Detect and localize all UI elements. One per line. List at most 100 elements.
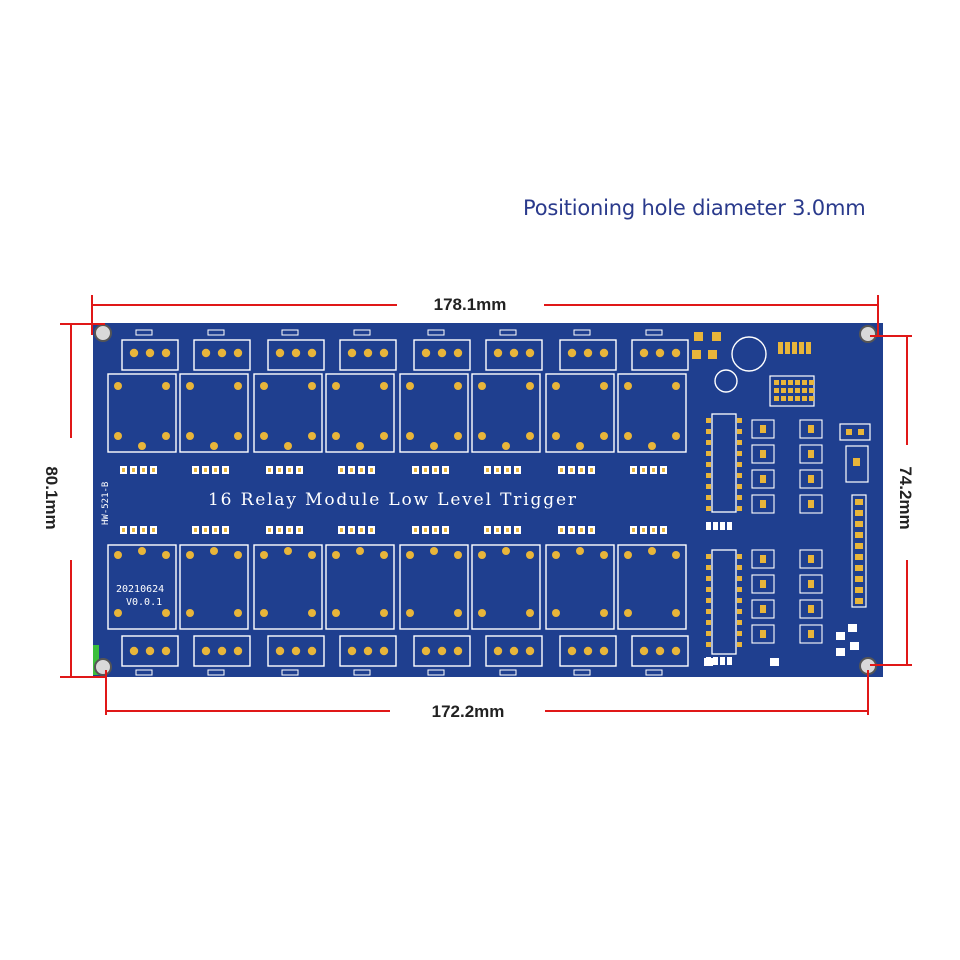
dim-top-label: 178.1mm xyxy=(434,295,507,314)
terminal-outline xyxy=(193,635,251,667)
header-pin xyxy=(809,388,814,393)
header-pin xyxy=(774,396,779,401)
smd-components-upper xyxy=(120,466,157,474)
terminal-pad xyxy=(145,646,155,656)
relay-outline xyxy=(471,544,541,630)
smd-pad xyxy=(434,528,437,532)
smd-pad xyxy=(340,528,343,532)
relay-pad xyxy=(260,609,268,617)
ic-pin xyxy=(737,462,742,467)
smd-pad xyxy=(496,528,499,532)
smd-pad xyxy=(486,468,489,472)
header-pin xyxy=(802,380,807,385)
smd-pad xyxy=(506,468,509,472)
ic-pin xyxy=(706,429,711,434)
relay-outline xyxy=(107,373,177,453)
smd-components-upper xyxy=(192,466,229,474)
relay-pad xyxy=(332,382,340,390)
relay-pad xyxy=(260,551,268,559)
terminal-block-bottom xyxy=(193,635,251,676)
transistor-pad xyxy=(760,605,766,613)
pcb-board xyxy=(93,323,883,677)
relay-pad xyxy=(430,442,438,450)
relay-pad xyxy=(332,609,340,617)
ic-pin xyxy=(737,609,742,614)
smd-pad xyxy=(224,528,227,532)
terminal-pad xyxy=(437,348,447,358)
terminal-pad xyxy=(509,348,519,358)
smd-pad xyxy=(194,528,197,532)
ic-pin xyxy=(706,576,711,581)
smd-pad xyxy=(204,528,207,532)
dim-right-label: 74.2mm xyxy=(896,466,915,529)
relay-pad xyxy=(406,551,414,559)
terminal-label-box xyxy=(573,669,591,676)
terminal-pad xyxy=(161,348,171,358)
smd-components-lower xyxy=(338,526,375,534)
transistor-pad xyxy=(808,605,814,613)
relay-footprint xyxy=(399,373,469,453)
terminal-label-box xyxy=(645,669,663,676)
smd-pad xyxy=(132,528,135,532)
ic-pin xyxy=(737,587,742,592)
smd-components-upper xyxy=(558,466,595,474)
pin-header-pin xyxy=(855,587,863,593)
header-pin xyxy=(795,388,800,393)
smd-pad xyxy=(414,468,417,472)
transistor-outline xyxy=(751,494,775,514)
relay-pad xyxy=(624,382,632,390)
terminal-block-bottom xyxy=(559,635,617,676)
ic-pin xyxy=(706,609,711,614)
caption-hole-diameter: Positioning hole diameter 3.0mm xyxy=(523,196,866,220)
relay-pad xyxy=(186,382,194,390)
ic-pin xyxy=(737,565,742,570)
terminal-label-box xyxy=(499,329,517,336)
smd-pad xyxy=(580,468,583,472)
relay-outline xyxy=(399,373,469,453)
terminal-pad xyxy=(217,646,227,656)
smd-components-lower xyxy=(192,526,229,534)
smd-pad xyxy=(288,468,291,472)
terminal-pad xyxy=(671,348,681,358)
terminal-block-top xyxy=(559,329,617,371)
header-pin xyxy=(781,380,786,385)
ic-outline xyxy=(711,413,737,513)
resistor-array xyxy=(727,522,732,530)
smd-pad xyxy=(152,528,155,532)
transistor-outline xyxy=(799,599,823,619)
dim-bottom-label: 172.2mm xyxy=(432,702,505,721)
terminal-outline xyxy=(121,339,179,371)
terminal-label-box xyxy=(427,669,445,676)
smd-pad xyxy=(288,528,291,532)
ic-pin xyxy=(706,418,711,423)
terminal-pad xyxy=(363,348,373,358)
terminal-pad xyxy=(567,646,577,656)
terminal-block-bottom xyxy=(121,635,179,676)
transistor-outline xyxy=(751,624,775,644)
relay-pad xyxy=(186,551,194,559)
relay-pad xyxy=(526,609,534,617)
pin-header-pin xyxy=(855,499,863,505)
ic-pin xyxy=(706,587,711,592)
pin-header-pin xyxy=(855,510,863,516)
smd-pad xyxy=(360,468,363,472)
ic-pin xyxy=(737,440,742,445)
relay-footprint xyxy=(107,373,177,453)
terminal-label-box xyxy=(353,669,371,676)
relay-pad xyxy=(478,609,486,617)
ic-pin xyxy=(706,462,711,467)
smd-pad xyxy=(214,528,217,532)
terminal-outline xyxy=(413,635,471,667)
relay-pad xyxy=(624,551,632,559)
smd-pad xyxy=(486,528,489,532)
pcb-edge-green xyxy=(93,645,99,675)
resistor-array xyxy=(720,522,725,530)
smd-pad xyxy=(708,350,717,359)
terminal-outline xyxy=(267,635,325,667)
relay-pad xyxy=(454,432,462,440)
smd-pad xyxy=(424,468,427,472)
smd-components-lower xyxy=(484,526,521,534)
relay-pad xyxy=(552,432,560,440)
relay-outline xyxy=(617,544,687,630)
transistor-pad xyxy=(760,450,766,458)
